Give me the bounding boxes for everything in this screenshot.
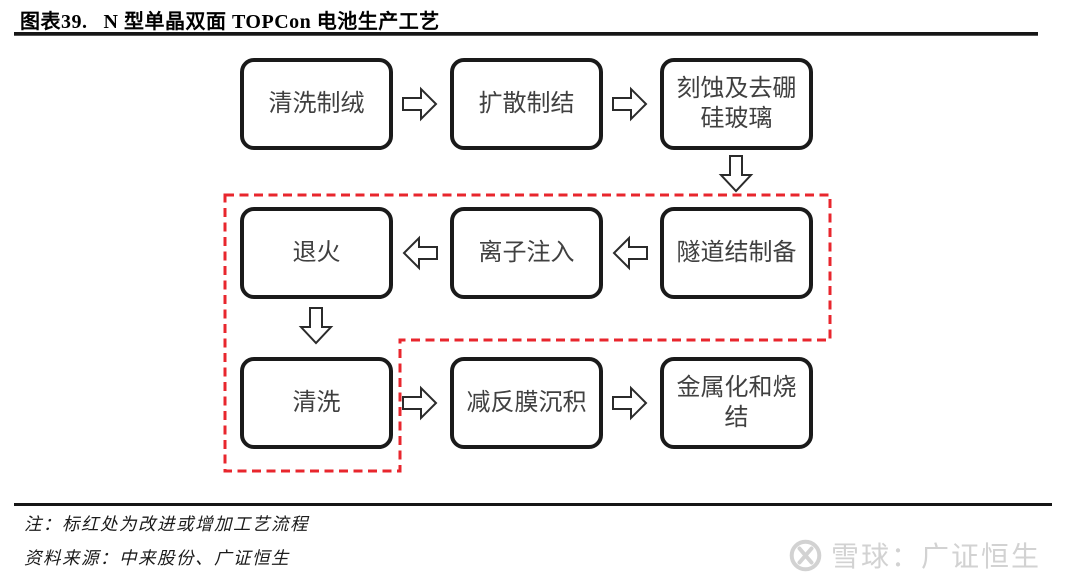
watermark-text: 雪球：广证恒生 bbox=[831, 541, 1042, 572]
step-etching-bsg-removal: 刻蚀及去硼硅玻璃 bbox=[660, 58, 813, 150]
figure-source: 资料来源：中来股份、广证恒生 bbox=[24, 548, 290, 568]
step-metallization-sintering: 金属化和烧结 bbox=[660, 357, 813, 449]
title-divider bbox=[14, 32, 1038, 36]
step-annealing: 退火 bbox=[240, 207, 393, 299]
footer-divider bbox=[14, 503, 1052, 506]
arrow-left-icon bbox=[612, 235, 648, 271]
arrow-down-icon bbox=[718, 155, 754, 193]
step-ion-implantation: 离子注入 bbox=[450, 207, 603, 299]
arrow-right-icon bbox=[402, 86, 438, 122]
step-diffusion-junction: 扩散制结 bbox=[450, 58, 603, 150]
figure-note: 注：标红处为改进或增加工艺流程 bbox=[24, 514, 309, 534]
arrow-right-icon bbox=[612, 86, 648, 122]
arrow-down-icon bbox=[298, 307, 334, 345]
arrow-left-icon bbox=[402, 235, 438, 271]
figure-title: 图表39. N 型单晶双面 TOPCon 电池生产工艺 bbox=[20, 5, 440, 34]
arrow-right-icon bbox=[612, 385, 648, 421]
step-cleaning-texturing: 清洗制绒 bbox=[240, 58, 393, 150]
arrow-right-icon bbox=[402, 385, 438, 421]
figure-title-text: N 型单晶双面 TOPCon 电池生产工艺 bbox=[103, 11, 440, 33]
figure-number: 图表39. bbox=[20, 11, 88, 33]
xueqiu-logo-icon bbox=[789, 539, 822, 571]
step-tunnel-junction-prep: 隧道结制备 bbox=[660, 207, 813, 299]
step-cleaning: 清洗 bbox=[240, 357, 393, 449]
watermark: 雪球：广证恒生 bbox=[789, 537, 1041, 573]
step-arc-film-deposition: 减反膜沉积 bbox=[450, 357, 603, 449]
